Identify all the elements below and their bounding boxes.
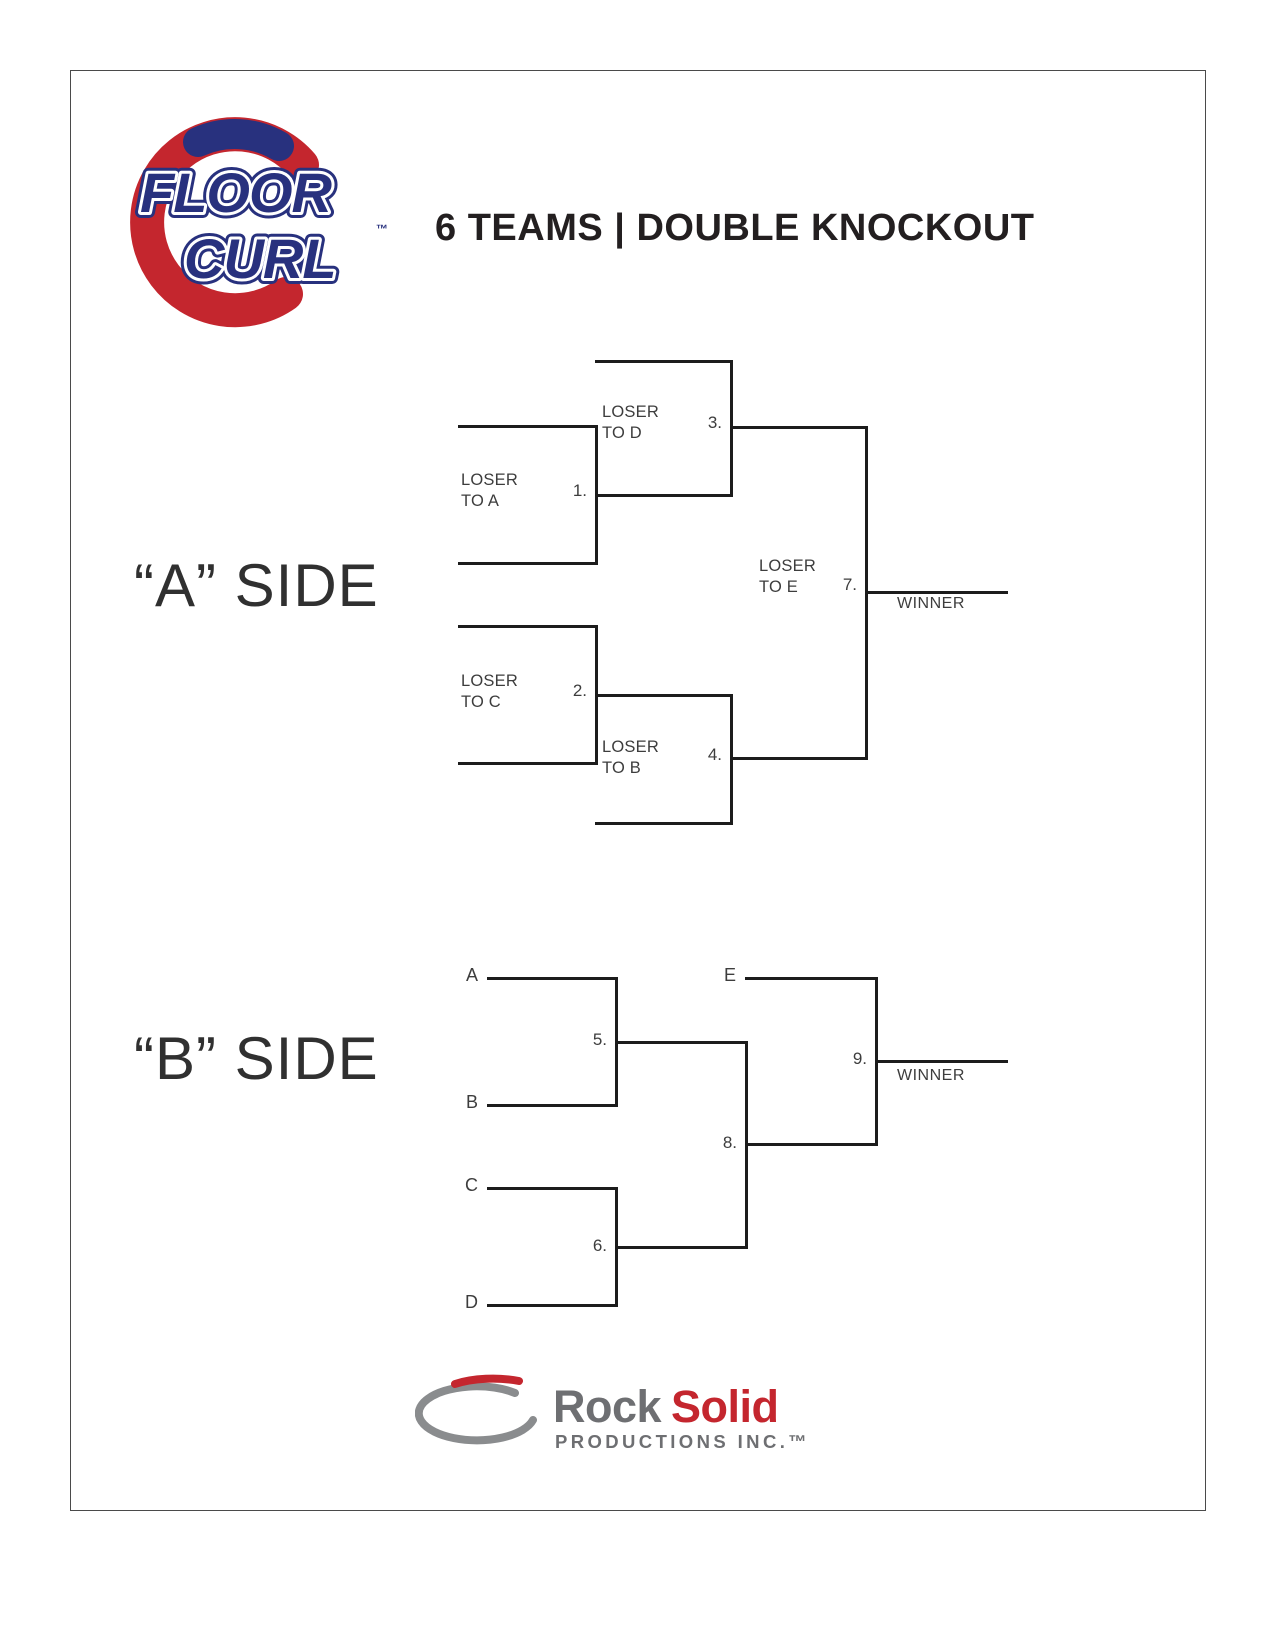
match4-loser-line1: LOSER [602, 738, 659, 756]
team-d-line [487, 1304, 617, 1307]
rock-swoosh-gray [415, 1382, 537, 1445]
match7-winner-line [865, 591, 1008, 594]
floor-curl-logo: FLOOR FLOOR FLOOR CURL CURL CURL ™ [130, 117, 388, 328]
match7-loser-label: LOSER TO E [759, 556, 816, 598]
match5-number: 5. [592, 1030, 607, 1049]
brand-word-solid: Solid [671, 1381, 779, 1432]
match2-loser-line2: TO C [461, 693, 501, 712]
team-e-label: E [723, 965, 736, 985]
match3-loser-label: LOSER TO D [602, 402, 659, 444]
b-side-label: “B” SIDE [134, 1025, 379, 1092]
wordmark-curl-white: CURL [184, 227, 336, 290]
match9-winner-line [875, 1060, 1008, 1063]
b-side-winner-label: WINNER [897, 1067, 965, 1084]
match2-top-line [458, 625, 598, 628]
a-side-winner-label: WINNER [897, 595, 965, 612]
curl-swoosh-navy [183, 119, 294, 161]
match2-loser-label: LOSER TO C [461, 671, 518, 713]
match3-top-line [595, 360, 733, 363]
trademark-symbol: ™ [376, 222, 388, 236]
match3-loser-line1: LOSER [602, 403, 659, 421]
match2-loser-line1: LOSER [461, 672, 518, 690]
wordmark-floor: FLOOR [140, 161, 333, 224]
team-c-line [487, 1187, 617, 1190]
match1-number: 1. [572, 481, 587, 500]
wordmark-floor-outline: FLOOR [140, 161, 333, 224]
match1-loser-label: LOSER TO A [461, 470, 518, 512]
brand-word-rock: Rock [553, 1381, 663, 1432]
match1-loser-line1: LOSER [461, 471, 518, 489]
match3-loser-line2: TO D [602, 424, 642, 443]
match1-loser-line2: TO A [461, 492, 500, 511]
floor-curl-wordmark: FLOOR FLOOR FLOOR CURL CURL CURL ™ [134, 155, 388, 296]
match6-number: 6. [592, 1236, 607, 1255]
match4-number: 4. [707, 745, 722, 764]
rock-swoosh-red [451, 1374, 523, 1388]
match1-top-line [458, 425, 598, 428]
match7-loser-line1: LOSER [759, 557, 816, 575]
brand-subtitle: PRODUCTIONS INC.™ [555, 1431, 810, 1452]
match3-winner-line [730, 426, 868, 429]
match4-loser-label: LOSER TO B [602, 737, 659, 779]
match4-loser-line2: TO B [602, 759, 642, 778]
team-e-line [745, 977, 877, 980]
match7-number: 7. [842, 575, 857, 594]
match5-winner-line [615, 1041, 747, 1044]
match8-winner-line [745, 1143, 877, 1146]
match4-winner-line [730, 757, 868, 760]
team-d-label: D [465, 1292, 478, 1312]
match3-number: 3. [707, 413, 722, 432]
team-b-line [487, 1104, 617, 1107]
match7-loser-line2: TO E [759, 578, 799, 597]
match2-number: 2. [572, 681, 587, 700]
match2-winner-line [595, 694, 733, 697]
match1-winner-line [595, 494, 733, 497]
page-title: 6 TEAMS | DOUBLE KNOCKOUT [435, 207, 1035, 249]
match2-bottom-line [458, 762, 598, 765]
a-side-label: “A” SIDE [134, 552, 379, 619]
match9-number: 9. [852, 1049, 867, 1068]
team-b-label: B [465, 1092, 478, 1112]
team-a-label: A [465, 965, 478, 985]
match6-winner-line [615, 1246, 747, 1249]
wordmark-curl-outline: CURL [184, 227, 336, 290]
match8-number: 8. [722, 1133, 737, 1152]
wordmark-floor-white: FLOOR [140, 161, 333, 224]
match4-bottom-line [595, 822, 733, 825]
team-c-label: C [465, 1175, 478, 1195]
match1-bottom-line [458, 562, 598, 565]
team-a-line [487, 977, 617, 980]
wordmark-curl: CURL [184, 227, 336, 290]
